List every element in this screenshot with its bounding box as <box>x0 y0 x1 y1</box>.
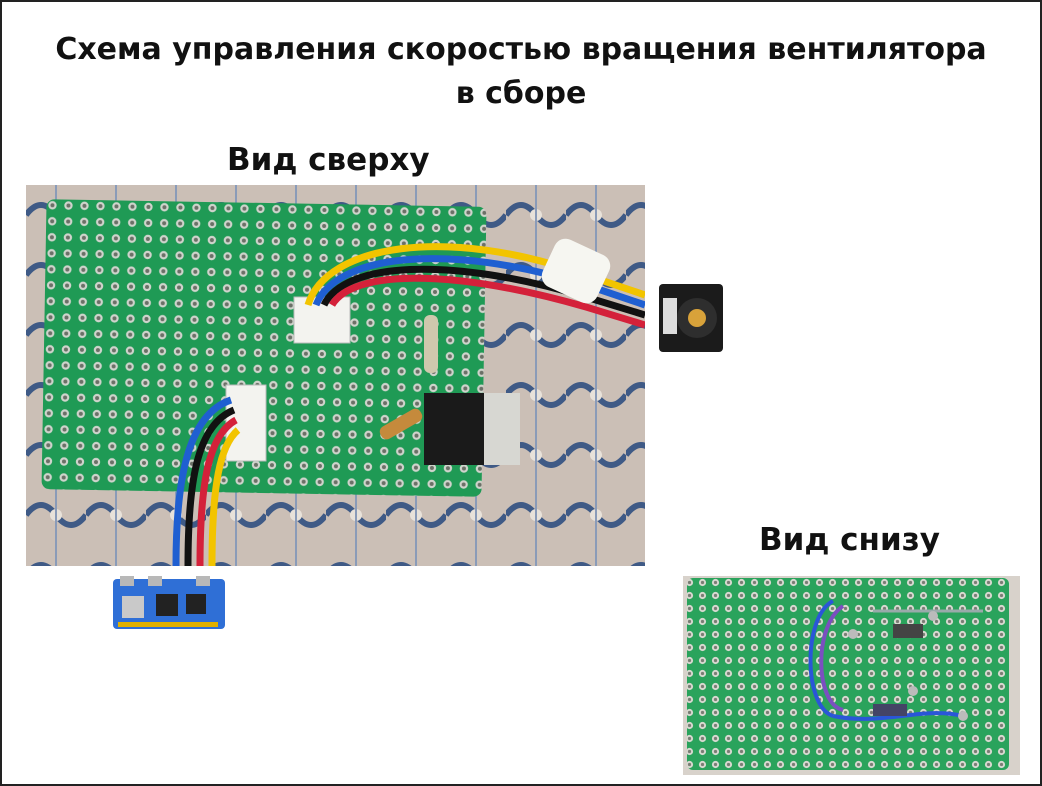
pcb-top-view-photo <box>26 185 645 566</box>
title-line-2: в сборе <box>455 76 587 111</box>
slide-title: Схема управления скоростью вращения вент… <box>2 28 1040 116</box>
bottom-view-label: Вид снизу <box>759 522 940 558</box>
cooling-fan-photo <box>657 282 725 354</box>
pcb-bottom-view-photo <box>683 576 1020 775</box>
single-board-computer-photo <box>112 576 226 630</box>
top-view-label: Вид сверху <box>227 142 430 178</box>
title-line-1: Схема управления скоростью вращения вент… <box>55 32 987 67</box>
